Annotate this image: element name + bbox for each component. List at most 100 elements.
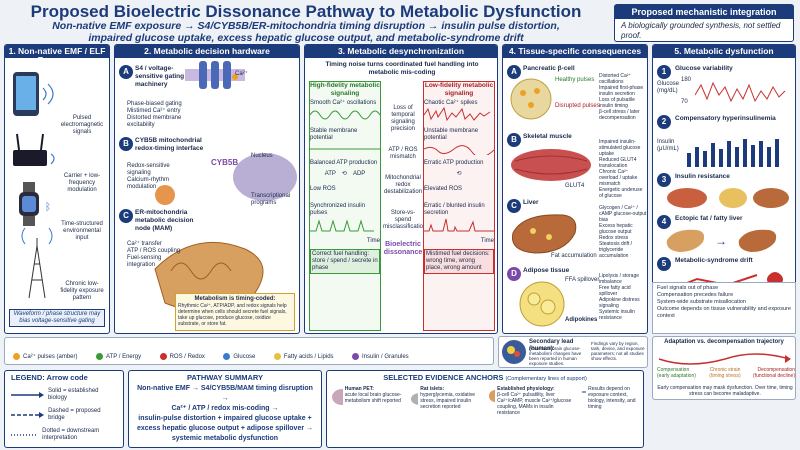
p2-tx-label: Transcriptional programs — [251, 193, 291, 206]
p4-d-ffa: FFA spillover — [565, 277, 600, 283]
heme-icon — [155, 185, 175, 205]
badge-5-3: 3 — [657, 173, 671, 187]
p3-high-item: Synchronized insulin pulses — [310, 203, 366, 216]
p4-a-bullet: β-cell stress / later decompensation — [599, 109, 640, 121]
p3-low-box: Low-fidelity metabolic signaling Chaotic… — [423, 81, 495, 331]
p2-b-bullet: Calcium-rhythm modulation — [127, 177, 170, 190]
subtitle: Non-native EMF exposure → S4/CYB5B/ER-mi… — [6, 20, 606, 44]
panel-tissue-consequences: 4. Tissue-specific consequences A Pancre… — [502, 44, 648, 334]
glucose-variability-icon — [695, 81, 786, 103]
p4-c-bullet: Steatosis drift / triglyceride accumulat… — [599, 241, 633, 259]
secondary-aside: Findings vary by region, task, device, a… — [591, 341, 645, 361]
badge-b: B — [119, 137, 133, 151]
subtitle-line-2: impaired glucose uptake, excess hepatic … — [88, 32, 524, 44]
brain-scan-icon — [502, 340, 526, 364]
broken-cycle-icon: ⟲ — [456, 171, 462, 177]
chaotic-wave-icon — [423, 106, 491, 122]
p2-b-bullets: Redox-sensitive signaling Calcium-rhythm… — [127, 163, 187, 191]
p3-mid-item: Mitochondrial redox destabilization — [383, 175, 423, 195]
evidence-title: SELECTED EVIDENCE ANCHORS — [383, 373, 504, 382]
p4-d-name: Adipose tissue — [523, 267, 570, 274]
p4-a-bullets: Distorted Ca²⁺ oscillations Impaired fir… — [599, 73, 647, 121]
nucleus-icon — [233, 153, 297, 201]
p3-mistimed: Mistimed fuel decisions: wrong time, wro… — [424, 249, 494, 274]
wave-icon-1 — [42, 83, 54, 105]
p4-b-bullet: Reduced GLUT4 translocation — [599, 157, 637, 169]
p1-item-3: Time-structured environmental input — [61, 221, 103, 241]
p4-c-bullet: Glycogen / Ca²⁺ / cAMP glucose-output bi… — [599, 205, 647, 223]
pathway-line: excess hepatic glucose output + adipose … — [136, 425, 314, 432]
p5-tick-high: 180 — [681, 77, 692, 83]
p4-d-bullet: Systemic insulin resistance — [599, 309, 635, 321]
p5-bullet: Outcome depends on tissue vulnerability … — [657, 306, 791, 319]
p3-low-item: Unstable membrane potential — [424, 128, 479, 141]
rat-icon — [411, 393, 419, 405]
p3-lead: Timing noise turns coordinated fuel hand… — [325, 61, 479, 76]
lipid-icon — [273, 353, 281, 360]
pulse-wave-icon — [310, 219, 374, 232]
adaptation-title: Adaptation vs. decompensation trajectory — [664, 339, 784, 345]
evidence-anchors: SELECTED EVIDENCE ANCHORS (Complementary… — [326, 370, 644, 448]
p5-bullets: Fuel signals out of phase Compensation p… — [652, 282, 796, 334]
p5-tick-low: 70 — [681, 99, 688, 105]
beta-cell-icon — [510, 78, 552, 120]
solid-arrow-icon — [11, 392, 44, 398]
p3-mid: Loss of temporal signaling precision ATP… — [383, 105, 426, 257]
wave-icon-2 — [50, 153, 55, 165]
p3-low-item: Chaotic Ca²⁺ spikes — [424, 100, 478, 106]
p4-a-name: Pancreatic β-cell — [523, 65, 575, 72]
badge-5-2: 2 — [657, 115, 671, 129]
p2-callout-title: Metabolism is timing-coded: — [194, 296, 276, 302]
stage-3: Decompensation (functional decline) — [753, 367, 795, 379]
p4-b-bullet: Energetic underuse of glucose — [599, 187, 643, 199]
stage-1: Compensation (early adaptation) — [657, 367, 696, 379]
fatty-liver-icon: → — [666, 229, 777, 252]
legend-ros: ROS / Redox — [159, 353, 205, 360]
glucose-icon — [223, 353, 231, 360]
p4-c-bullets: Glycogen / Ca²⁺ / cAMP glucose-output bi… — [599, 205, 647, 259]
panel-decision-hardware: 2. Metabolic decision hardware A S4 / vo… — [114, 44, 300, 334]
p2-callout: Metabolism is timing-coded: Rhythmic Ca²… — [175, 293, 295, 331]
p3-high-item: Balanced ATP production — [310, 160, 378, 166]
p2-c-bullets: Ca²⁺ transfer ATP / ROS coupling Fuel-se… — [127, 241, 183, 269]
badge-4a: A — [507, 65, 521, 79]
panel-emf-exposure: 1. Non-native EMF / ELF Exposure ᛒ Pulse… — [4, 44, 110, 334]
p4-b-name: Skeletal muscle — [523, 133, 572, 140]
p3-low-item: Elevated ROS — [424, 186, 463, 192]
p2-ca-label: Ca²⁺ — [235, 71, 248, 77]
arrow-legend-title: LEGEND: Arrow code — [11, 373, 88, 382]
p4-d-bullets: Lipolysis / storage imbalance Free fatty… — [599, 273, 647, 321]
tower-icon — [21, 227, 53, 299]
p3-low-title: Low-fidelity metabolic signaling — [424, 82, 494, 97]
svg-text:→: → — [715, 234, 727, 248]
evidence-item: Established physiology:β-cell Ca²⁺ pulsa… — [487, 386, 577, 416]
arrow-row-dashed: Dashed = proposed bridge — [11, 408, 117, 422]
muscle-icon — [511, 149, 591, 181]
bluetooth-icon: ᛒ — [45, 202, 51, 213]
legend-insulin: Insulin / Granules — [351, 353, 409, 360]
scale-icon — [581, 391, 587, 393]
panel4-header: 4. Tissue-specific consequences — [503, 45, 647, 58]
p4-c-fat: Fat accumulation — [551, 253, 597, 259]
p5-item-4: Ectopic fat / fatty liver — [675, 215, 743, 222]
p2-b-bullet: Redox-sensitive signaling — [127, 163, 170, 176]
p4-b-bullet: Chronic Ca²⁺ overload / uptake mismatch — [599, 169, 638, 187]
badge-5-4: 4 — [657, 215, 671, 229]
panel-desynchronization: 3. Metabolic desynchronization Timing no… — [304, 44, 498, 334]
p2-c-bullet: ATP / ROS coupling — [127, 248, 181, 254]
panel-phenotype: 5. Metabolic dysfunction phenotype 1 Glu… — [652, 44, 796, 306]
badge-4d: D — [507, 267, 521, 281]
p4-d-bullet: Free fatty acid spillover — [599, 285, 631, 297]
p4-b-glut: GLUT4 — [565, 183, 585, 189]
integration-header: Proposed mechanistic integration — [615, 5, 793, 19]
evidence-item: Rat islets:hyperglycemia, oxidative stre… — [409, 386, 483, 416]
p3-dissonance: Bioelectric dissonance — [383, 241, 423, 256]
p3-high-item: Low ROS — [310, 186, 336, 192]
legend-atp: ATP / Energy — [95, 353, 141, 360]
pathway-line: Ca²⁺ / ATP / redox mis-coding → — [171, 405, 279, 412]
secondary-text: Acute local brain glucose-metabolism cha… — [529, 346, 582, 366]
p3-correct: Correct fuel handling: store / spend / s… — [310, 249, 380, 274]
p3-low-item: Erratic / blunted insulin secretion — [424, 203, 485, 216]
legend-glucose: Glucose — [223, 353, 255, 360]
evidence-item-4-text: Results depend on exposure context, biol… — [588, 386, 636, 410]
